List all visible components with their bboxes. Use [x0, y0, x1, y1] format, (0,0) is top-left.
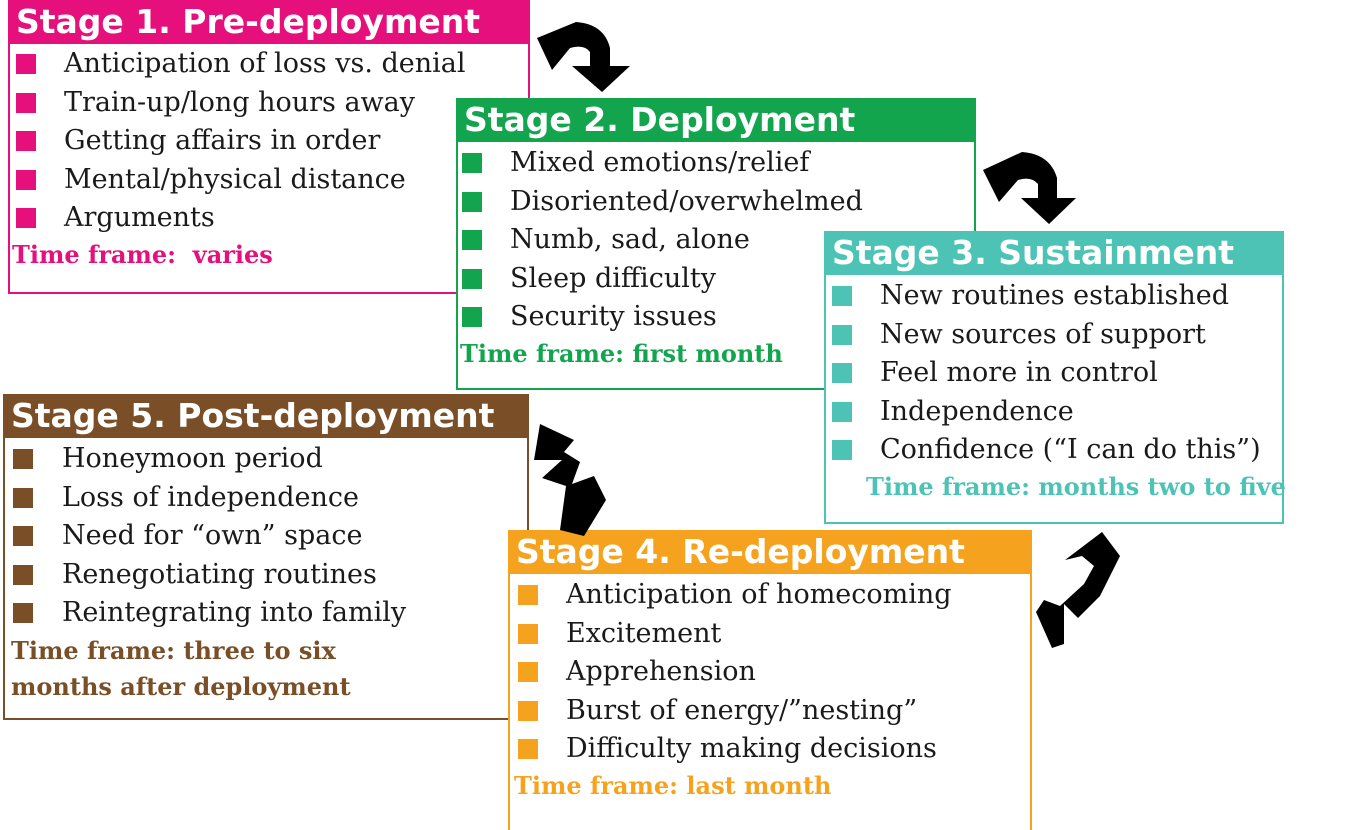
list-item: Independence	[826, 393, 1282, 432]
list-item: Honeymoon period	[5, 440, 527, 479]
bullet	[13, 526, 33, 546]
stage-3-title: Stage 3. Sustainment	[824, 231, 1284, 275]
list-item: New sources of support	[826, 316, 1282, 355]
stage-3-box: Stage 3. Sustainment New routines establ…	[824, 231, 1286, 524]
bullet	[16, 208, 36, 228]
bullet	[518, 585, 538, 605]
list-item: Numb, sad, alone	[458, 221, 974, 260]
stage-5-timeframe-line2: months after deployment	[11, 671, 351, 701]
stage-2-title: Stage 2. Deployment	[456, 98, 976, 142]
bullet	[832, 363, 852, 383]
list-item: Feel more in control	[826, 354, 1282, 393]
stage-3-timeframe: Time frame: months two to five	[866, 471, 1286, 501]
arrow-stage4-to-stage5	[534, 424, 606, 536]
list-item: Mixed emotions/relief	[458, 144, 974, 183]
list-item: Mental/physical distance	[10, 161, 528, 200]
bullet	[16, 169, 36, 190]
bullet	[462, 230, 482, 250]
arrow-stage1-to-stage2	[537, 22, 630, 92]
bullet	[462, 191, 482, 212]
stage-3-list: New routines established New sources of …	[826, 277, 1282, 470]
list-item: Reintegrating into family	[5, 594, 527, 633]
list-item: New routines established	[826, 277, 1282, 316]
list-item: Difficulty making decisions	[510, 730, 1030, 769]
list-item: Disoriented/overwhelmed	[458, 183, 974, 222]
bullet	[832, 440, 852, 460]
bullet	[518, 623, 538, 644]
bullet	[462, 268, 482, 289]
bullet	[16, 54, 36, 74]
stage-4-box: Stage 4. Re-deployment Anticipation of h…	[508, 530, 1032, 830]
list-item: Security issues	[458, 298, 974, 337]
stage-1-title: Stage 1. Pre-deployment	[8, 0, 530, 44]
bullet	[13, 564, 33, 585]
bullet	[518, 662, 538, 682]
list-item: Burst of energy/”nesting”	[510, 692, 1030, 731]
stage-2-timeframe: Time frame: first month	[460, 338, 783, 368]
stage-5-timeframe: Time frame: three to six	[11, 635, 336, 665]
list-item: Loss of independence	[5, 479, 527, 518]
bullet	[16, 92, 36, 113]
list-item: Sleep difficulty	[458, 260, 974, 299]
stage-4-title: Stage 4. Re-deployment	[508, 530, 1032, 574]
list-item: Apprehension	[510, 653, 1030, 692]
bullet	[462, 307, 482, 327]
bullet	[13, 487, 33, 508]
arrow-stage2-to-stage3	[983, 152, 1076, 224]
bullet	[462, 153, 482, 173]
stage-1-timeframe: Time frame: varies	[12, 239, 273, 269]
stage-1-list: Anticipation of loss vs. denial Train-up…	[10, 45, 528, 238]
bullet	[16, 131, 36, 151]
list-item: Renegotiating routines	[5, 556, 527, 595]
arrow-stage3-to-stage4	[1036, 532, 1120, 648]
bullet	[518, 739, 538, 759]
stage-2-list: Mixed emotions/relief Disoriented/overwh…	[458, 144, 974, 337]
list-item: Anticipation of homecoming	[510, 576, 1030, 615]
bullet	[832, 324, 852, 345]
list-item: Train-up/long hours away	[10, 84, 528, 123]
bullet	[13, 603, 33, 623]
list-item: Need for “own” space	[5, 517, 527, 556]
bullet	[832, 401, 852, 422]
list-item: Confidence (“I can do this”)	[826, 431, 1282, 470]
list-item: Anticipation of loss vs. denial	[10, 45, 528, 84]
bullet	[13, 449, 33, 469]
stage-1-box: Stage 1. Pre-deployment Anticipation of …	[8, 0, 530, 294]
list-item: Getting affairs in order	[10, 122, 528, 161]
bullet	[518, 700, 538, 721]
stage-5-title: Stage 5. Post-deployment	[3, 394, 529, 438]
list-item: Arguments	[10, 199, 528, 238]
bullet	[832, 286, 852, 306]
stage-4-timeframe: Time frame: last month	[514, 770, 832, 800]
stage-4-list: Anticipation of homecoming Excitement Ap…	[510, 576, 1030, 769]
stage-5-list: Honeymoon period Loss of independence Ne…	[5, 440, 527, 633]
list-item: Excitement	[510, 615, 1030, 654]
